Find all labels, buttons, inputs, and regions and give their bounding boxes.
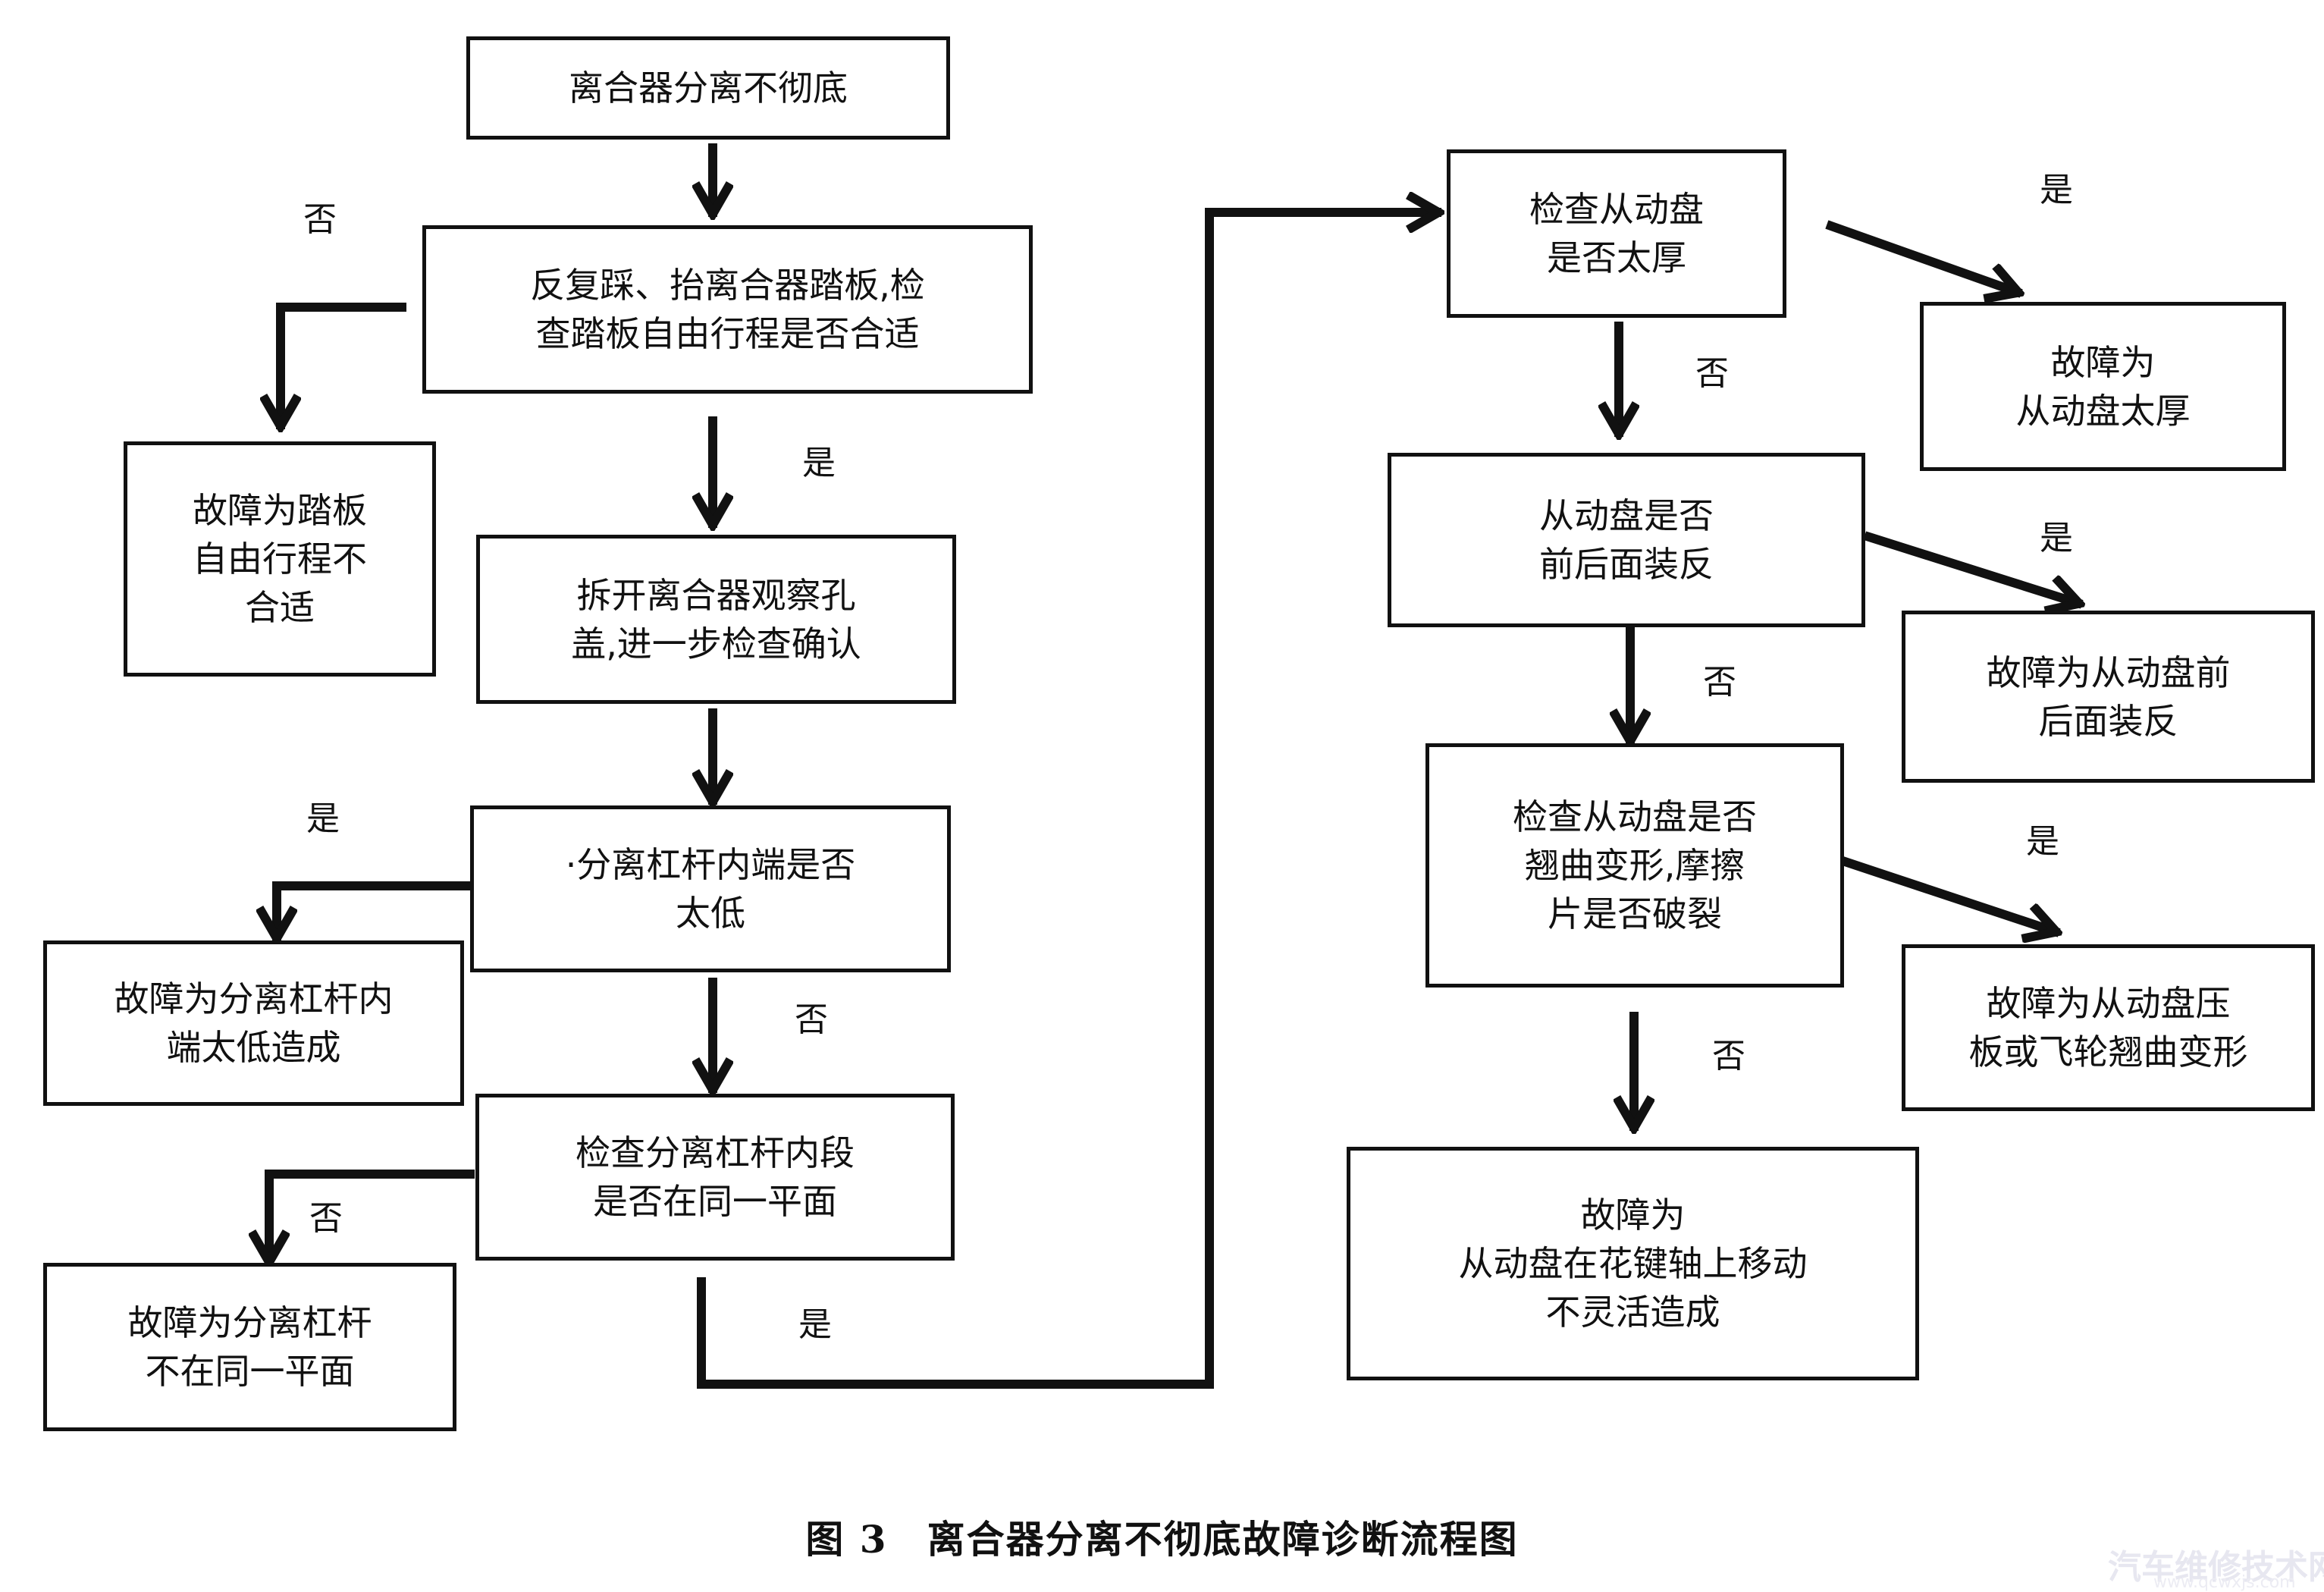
label-pedal-yes: 是 xyxy=(802,444,836,482)
node-lever-plane: 检查分离杠杆内段 是否在同一平面 xyxy=(475,1094,955,1261)
node-start: 离合器分离不彻底 xyxy=(466,36,950,140)
figure-caption: 图 3 离合器分离不彻底故障诊断流程图 xyxy=(805,1517,1519,1562)
arrow-reversed-yes xyxy=(1863,531,2078,603)
watermark-title: 汽车维修技术网 xyxy=(2108,1548,2324,1587)
label-lever-low-yes: 是 xyxy=(306,799,340,838)
node-lever-low: ·分离杠杆内端是否 太低 xyxy=(470,805,951,972)
label-disc-warp-yes: 是 xyxy=(2026,822,2059,861)
label-pedal-no: 否 xyxy=(303,200,337,239)
label-disc-thick-yes: 是 xyxy=(2040,171,2073,209)
arrow-plane-yes xyxy=(697,212,1437,1389)
node-remove-cover: 拆开离合器观察孔 盖,进一步检查确认 xyxy=(476,535,956,704)
arrow-plane-no xyxy=(269,1170,475,1261)
node-disc-warp: 检查从动盘是否 翘曲变形,摩擦 片是否破裂 xyxy=(1425,743,1844,988)
node-fault-spline: 故障为 从动盘在花键轴上移动 不灵活造成 xyxy=(1347,1147,1919,1380)
label-disc-reversed-yes: 是 xyxy=(2040,519,2073,557)
label-plane-no: 否 xyxy=(309,1199,343,1238)
arrow-thick-yes xyxy=(1825,220,2017,292)
node-fault-pedal: 故障为踏板 自由行程不 合适 xyxy=(124,441,436,677)
node-fault-lever-plane: 故障为分离杠杆 不在同一平面 xyxy=(43,1263,456,1431)
node-fault-disc-warp: 故障为从动盘压 板或飞轮翘曲变形 xyxy=(1902,944,2315,1111)
arrow-pedal-no xyxy=(281,303,406,425)
node-disc-reversed: 从动盘是否 前后面装反 xyxy=(1388,453,1865,627)
label-disc-thick-no: 否 xyxy=(1695,354,1729,393)
node-disc-thick: 检查从动盘 是否太厚 xyxy=(1447,149,1786,318)
label-disc-reversed-no: 否 xyxy=(1703,663,1736,702)
node-fault-lever-low: 故障为分离杠杆内 端太低造成 xyxy=(43,940,464,1106)
arrow-warp-yes xyxy=(1836,855,2055,931)
node-fault-disc-thick: 故障为 从动盘太厚 xyxy=(1920,302,2286,471)
node-check-pedal: 反复踩、抬离合器踏板,检 查踏板自由行程是否合适 xyxy=(422,225,1033,394)
watermark-logo: 汽车维修技术网 www.qcwxjs.com xyxy=(2108,1540,2324,1592)
label-lever-low-no: 否 xyxy=(795,1000,828,1039)
label-disc-warp-no: 否 xyxy=(1712,1037,1745,1075)
arrow-lever-low-yes xyxy=(277,881,475,937)
label-plane-yes: 是 xyxy=(798,1305,832,1344)
node-fault-disc-reversed: 故障为从动盘前 后面装反 xyxy=(1902,611,2315,783)
